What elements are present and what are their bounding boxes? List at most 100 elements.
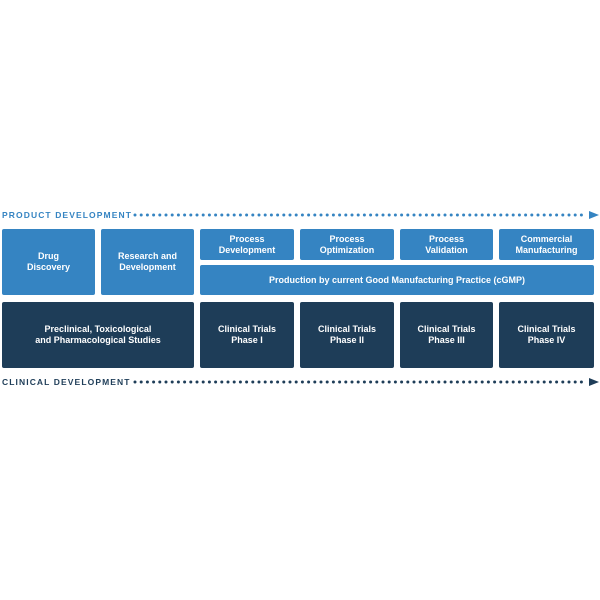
arrow-dot	[499, 380, 503, 384]
arrow-dot	[443, 380, 447, 384]
arrow-dot	[164, 380, 168, 384]
arrow-dot	[449, 213, 453, 217]
arrow-dot	[517, 380, 521, 384]
arrow-dot	[350, 380, 354, 384]
arrow-dot	[387, 213, 391, 217]
arrow-dot	[245, 213, 249, 217]
arrow-dot	[468, 380, 472, 384]
arrow-dot	[530, 213, 534, 217]
arrow-dot	[158, 380, 162, 384]
arrow-dot	[201, 380, 205, 384]
arrow-dot	[381, 213, 385, 217]
arrow-dot	[573, 380, 577, 384]
arrow-dot	[300, 380, 304, 384]
arrow-dot	[251, 380, 255, 384]
arrow-dot	[189, 380, 193, 384]
arrow-dot	[437, 380, 441, 384]
commercial-manufacturing-box: Commercial Manufacturing	[499, 229, 594, 260]
arrow-dot	[511, 213, 515, 217]
arrow-dot	[480, 213, 484, 217]
arrow-dot	[319, 213, 323, 217]
arrow-dot	[548, 213, 552, 217]
arrow-dot	[542, 380, 546, 384]
arrow-dot	[344, 380, 348, 384]
arrow-dot	[400, 213, 404, 217]
arrow-dot	[536, 380, 540, 384]
arrow-dot	[214, 213, 218, 217]
product-arrowhead	[589, 211, 599, 219]
arrow-dot	[517, 213, 521, 217]
arrow-dot	[170, 213, 174, 217]
arrow-dot	[412, 213, 416, 217]
arrow-dot	[238, 380, 242, 384]
arrow-dot	[455, 213, 459, 217]
arrow-dot	[462, 213, 466, 217]
arrow-dot	[288, 213, 292, 217]
arrow-dot	[201, 213, 205, 217]
arrow-dot	[381, 380, 385, 384]
arrow-dot	[251, 213, 255, 217]
arrow-dot	[152, 213, 156, 217]
arrow-dot	[493, 380, 497, 384]
arrow-dot	[561, 213, 565, 217]
arrow-dot	[232, 213, 236, 217]
arrow-dot	[375, 213, 379, 217]
arrow-dot	[449, 380, 453, 384]
arrow-dot	[220, 213, 224, 217]
arrow-dot	[369, 213, 373, 217]
arrow-dot	[263, 213, 267, 217]
arrow-dot	[555, 380, 559, 384]
arrow-dot	[220, 380, 224, 384]
arrow-dot	[170, 380, 174, 384]
arrow-dot	[294, 213, 298, 217]
arrow-dot	[338, 380, 342, 384]
arrow-dot	[524, 380, 528, 384]
arrow-dot	[350, 213, 354, 217]
arrow-dot	[257, 213, 261, 217]
research-development-box: Research and Development	[101, 229, 194, 295]
arrow-dot	[356, 380, 360, 384]
arrow-dot	[158, 213, 162, 217]
arrow-dot	[307, 380, 311, 384]
arrow-dot	[189, 213, 193, 217]
arrow-dot	[362, 213, 366, 217]
arrow-dot	[325, 380, 329, 384]
process-development-box: Process Development	[200, 229, 294, 260]
arrow-dot	[276, 380, 280, 384]
arrow-dot	[313, 380, 317, 384]
arrow-dot	[133, 213, 137, 217]
arrow-dot	[462, 380, 466, 384]
drug-discovery-box: Drug Discovery	[2, 229, 95, 295]
arrow-dot	[424, 213, 428, 217]
arrow-dot	[406, 213, 410, 217]
arrow-dot	[331, 213, 335, 217]
arrow-dot	[480, 380, 484, 384]
clinical-trials-phase-4-box: Clinical Trials Phase IV	[499, 302, 594, 368]
arrow-dot	[139, 213, 143, 217]
arrow-dot	[269, 380, 273, 384]
arrow-dot	[431, 213, 435, 217]
arrow-dot	[288, 380, 292, 384]
arrow-dot	[406, 380, 410, 384]
arrow-dot	[362, 380, 366, 384]
arrow-dot	[375, 380, 379, 384]
arrow-dot	[555, 213, 559, 217]
clinical-trials-phase-2-box: Clinical Trials Phase II	[300, 302, 394, 368]
arrow-dot	[387, 380, 391, 384]
arrow-dot	[313, 213, 317, 217]
clinical-development-label: CLINICAL DEVELOPMENT	[2, 377, 131, 387]
arrow-dot	[418, 213, 422, 217]
arrow-dot	[344, 213, 348, 217]
arrow-dot	[579, 213, 583, 217]
arrow-dot	[468, 213, 472, 217]
arrow-dot	[499, 213, 503, 217]
arrow-dot	[325, 213, 329, 217]
arrow-dot	[183, 380, 187, 384]
arrow-dot	[164, 213, 168, 217]
arrow-dot	[356, 213, 360, 217]
arrow-dot	[294, 380, 298, 384]
preclinical-studies-box: Preclinical, Toxicological and Pharmacol…	[2, 302, 194, 368]
arrow-dot	[257, 380, 261, 384]
arrow-dot	[424, 380, 428, 384]
arrow-dot	[455, 380, 459, 384]
